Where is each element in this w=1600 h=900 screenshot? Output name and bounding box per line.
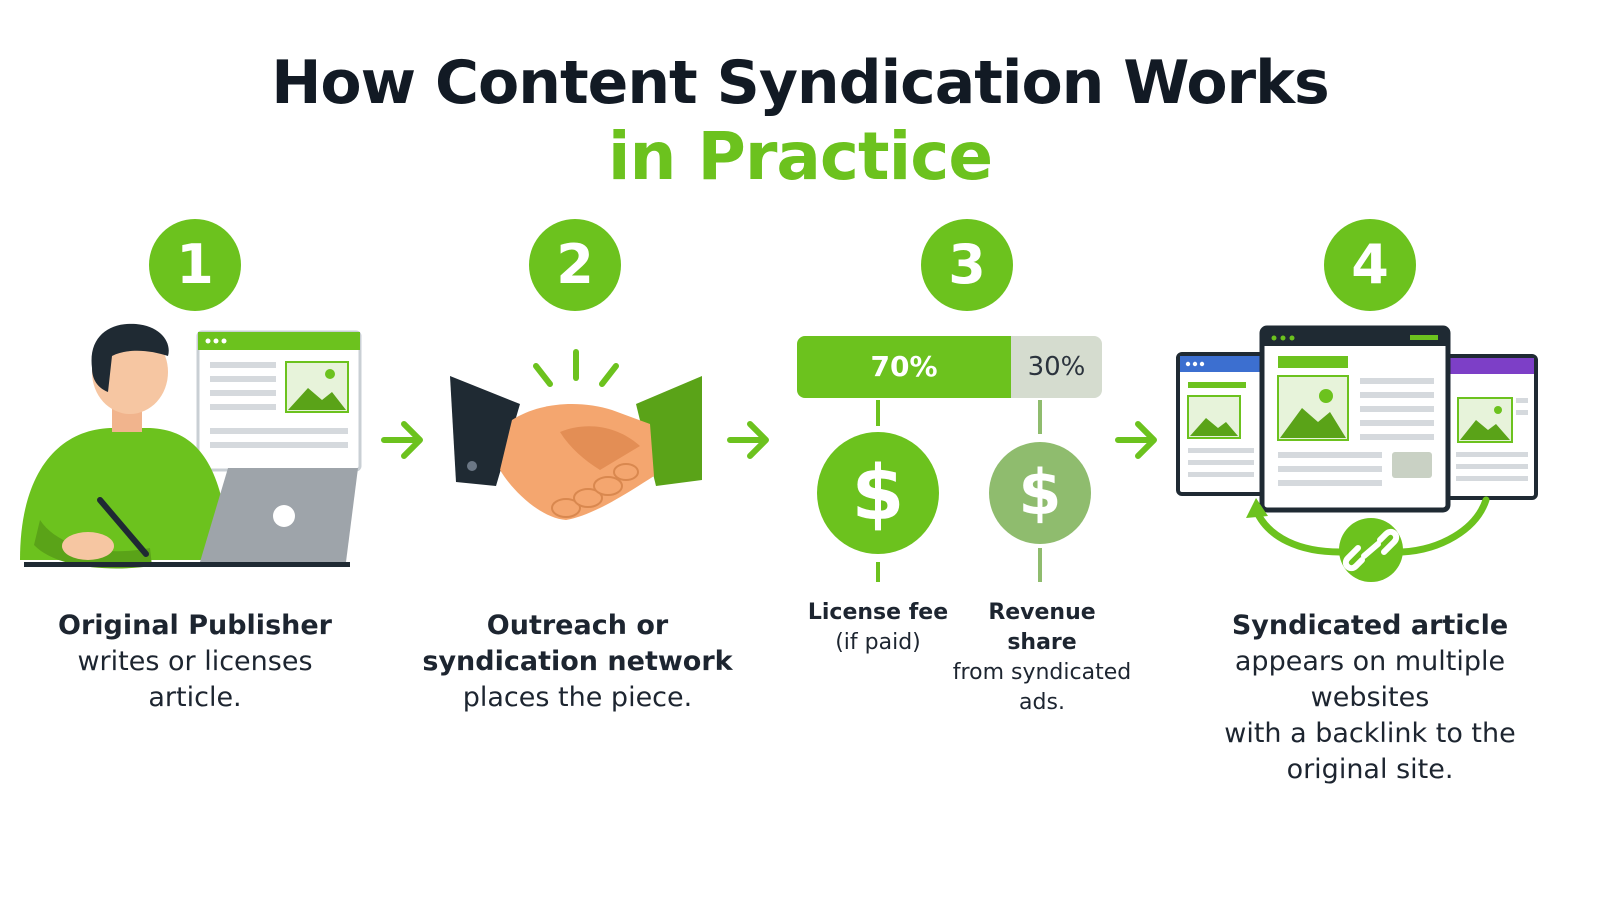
step-1-heading: Original Publisher xyxy=(58,610,332,641)
license-fee-heading: License fee xyxy=(807,600,949,625)
step-2-caption: Outreach or syndication network places t… xyxy=(405,608,750,716)
step-1-body-line-2: article. xyxy=(148,682,242,713)
revenue-share-bar: 30% xyxy=(1011,336,1102,398)
dollar-coin-icon: $ xyxy=(817,432,939,554)
step-4-badge: 4 xyxy=(1324,219,1416,311)
title-line-2: in Practice xyxy=(607,118,993,195)
revenue-share-caption: Revenue share from syndicated ads. xyxy=(950,598,1134,718)
license-fee-caption: License fee (if paid) xyxy=(790,598,966,658)
step-4-caption: Syndicated article appears on multiple w… xyxy=(1175,608,1565,788)
revenue-share-body-line-1: from syndicated xyxy=(952,660,1132,685)
step-4-body-line-1: appears on multiple websites xyxy=(1234,646,1506,713)
step-2-body-line-1: places the piece. xyxy=(462,682,693,713)
step-4-body-line-2: with a backlink to the xyxy=(1224,718,1516,749)
title-line-1: How Content Syndication Works xyxy=(271,48,1330,118)
revenue-share-body-line-2: ads. xyxy=(1019,690,1065,715)
step-3-badge: 3 xyxy=(921,219,1013,311)
revenue-share-heading: Revenue share xyxy=(988,600,1096,655)
step-1-body-line-1: writes or licenses xyxy=(77,646,313,677)
step-2-badge: 2 xyxy=(529,219,621,311)
license-fee-body: (if paid) xyxy=(835,630,921,655)
step-1-caption: Original Publisher writes or licenses ar… xyxy=(30,608,360,716)
step-4-body-line-3: original site. xyxy=(1286,754,1454,785)
license-share-bar: 70% xyxy=(797,336,1011,398)
step-2-heading-line-1: Outreach or xyxy=(486,610,669,641)
step-2-heading-line-2: syndication network xyxy=(422,646,733,677)
dollar-coin-small-icon: $ xyxy=(989,442,1091,544)
step-4-heading: Syndicated article xyxy=(1231,610,1509,641)
step-1-badge: 1 xyxy=(149,219,241,311)
